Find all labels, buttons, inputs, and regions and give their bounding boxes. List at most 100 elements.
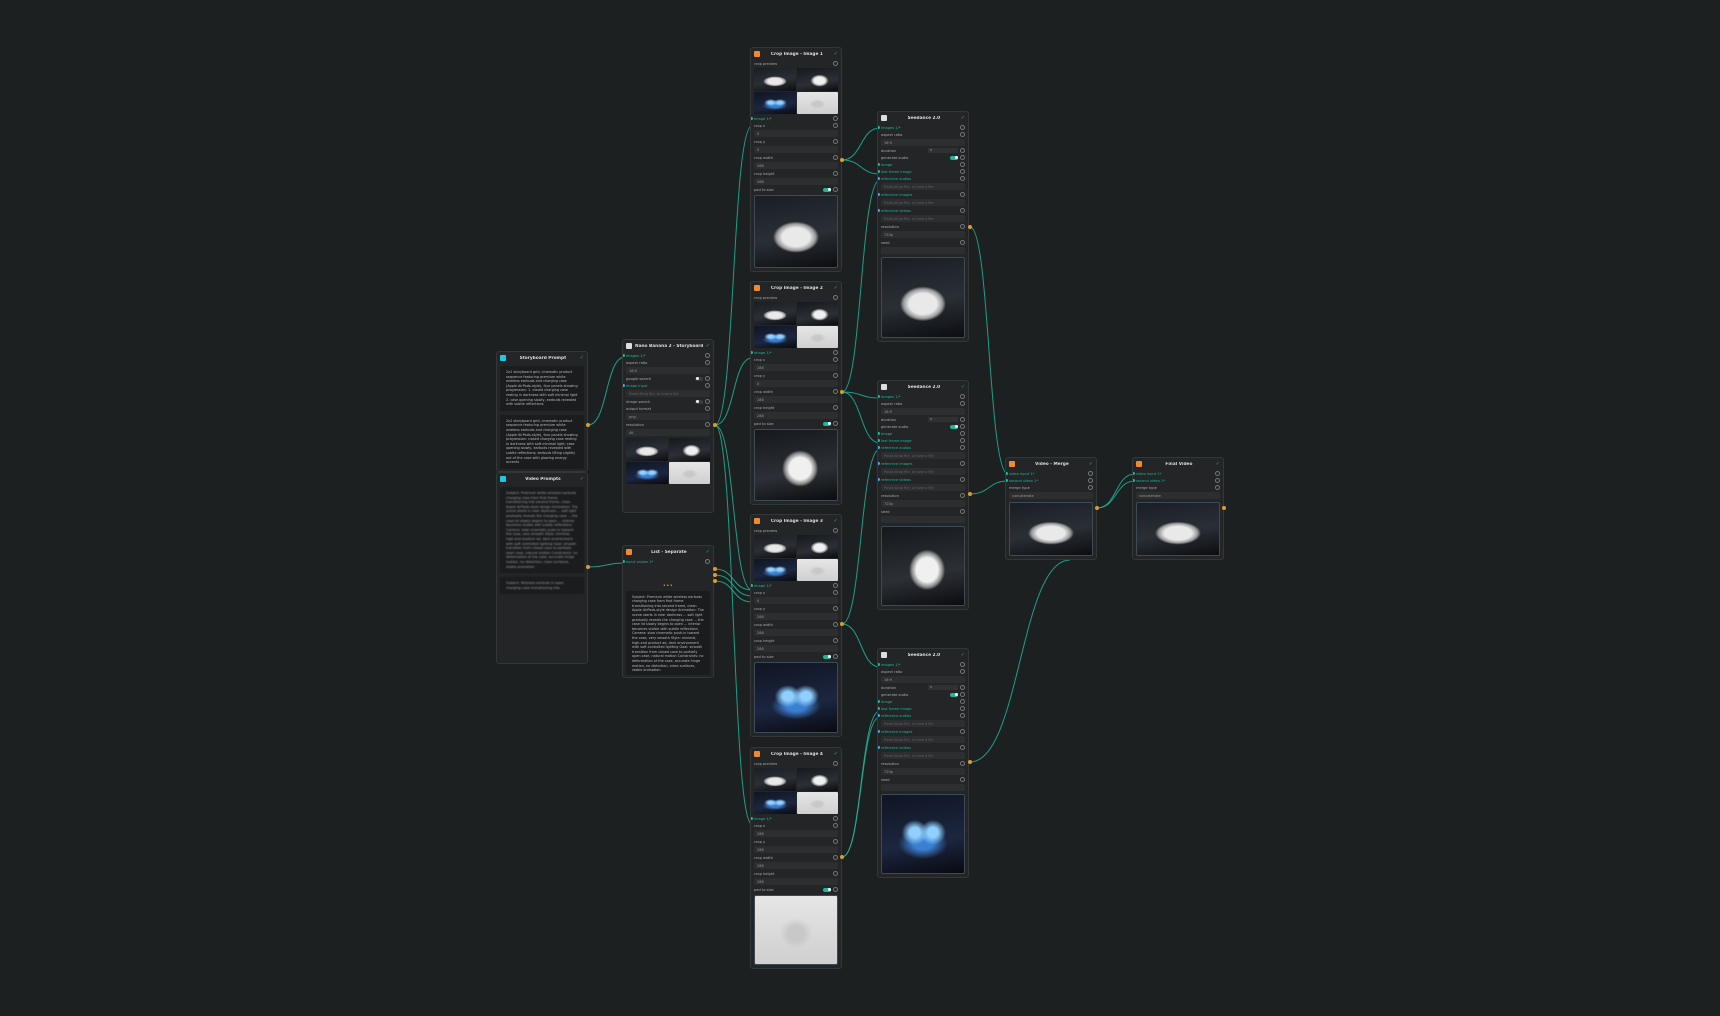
output-socket[interactable] [840,158,844,162]
settings-icon[interactable] [960,162,965,167]
value-field[interactable] [881,247,965,254]
value-field[interactable]: 720p [881,768,965,775]
value-field[interactable]: 720p [881,500,965,507]
settings-icon[interactable] [833,528,838,533]
input-socket[interactable] [878,163,880,166]
input-socket-row[interactable]: image [878,161,968,168]
input-socket-row[interactable]: second video 1* [1006,477,1096,484]
settings-icon[interactable] [833,373,838,378]
value-field[interactable]: concatenate [1009,492,1093,499]
node-list-separate[interactable]: List - Separate✓input values 1*•••Subjec… [622,545,714,678]
input-socket[interactable] [878,193,880,196]
input-socket[interactable] [1133,472,1135,475]
settings-icon[interactable] [705,422,710,427]
value-field[interactable]: Paste/Drop file, or load a file [881,468,965,475]
input-socket[interactable] [878,462,880,465]
input-socket[interactable] [1006,479,1008,482]
settings-icon[interactable] [833,816,838,821]
input-socket[interactable] [623,354,625,357]
value-field[interactable]: Paste/Drop file, or load a file [881,452,965,459]
settings-icon[interactable] [833,761,838,766]
output-socket[interactable] [840,390,844,394]
settings-icon[interactable] [833,350,838,355]
crop-y-field[interactable]: 288 [754,846,838,853]
value-field[interactable] [881,516,965,523]
input-socket[interactable] [1133,479,1135,482]
settings-icon[interactable] [833,61,838,66]
settings-icon[interactable] [1088,471,1093,476]
settings-icon[interactable] [960,745,965,750]
output-socket[interactable] [713,573,717,577]
settings-icon[interactable] [960,148,965,153]
value-field[interactable]: concatenate [1136,492,1220,499]
settings-icon[interactable] [1215,471,1220,476]
settings-icon[interactable] [833,638,838,643]
widget-row[interactable]: seed [878,776,968,783]
value-field[interactable]: 16:9 [881,139,965,146]
settings-icon[interactable] [705,360,710,365]
widget-row[interactable]: generate audio [878,154,968,161]
settings-icon[interactable] [960,777,965,782]
input-socket-row[interactable]: video input 1* [1133,470,1223,477]
widget-row[interactable]: google search [623,375,713,382]
crop-height-field[interactable]: 288 [754,412,838,419]
pager-dots[interactable]: ••• [662,582,674,589]
settings-icon[interactable] [960,125,965,130]
settings-icon[interactable] [833,839,838,844]
input-socket-row[interactable]: last frame image [878,705,968,712]
node-header[interactable]: Seedance 2.0✓ [878,381,968,393]
node-header[interactable]: Video Prompts✓ [497,473,587,485]
toggle-switch[interactable] [950,692,958,697]
toggle-switch[interactable] [823,187,831,192]
toggle-switch[interactable] [950,424,958,429]
node-header[interactable]: Crop Image - Image 1✓ [751,48,841,60]
node-video-merge[interactable]: Video - Merge✓video input 1*second video… [1005,457,1097,560]
input-socket-row[interactable]: reference audios [878,175,968,182]
toggle-switch[interactable] [823,421,831,426]
settings-icon[interactable] [960,240,965,245]
input-socket-row[interactable]: second video 1* [1133,477,1223,484]
value-field[interactable]: 4K [626,429,710,436]
value-field[interactable]: Paste/Drop file, or load a file [881,199,965,206]
output-preview[interactable] [881,794,965,874]
crop-y-field[interactable]: 288 [754,613,838,620]
settings-icon[interactable] [960,176,965,181]
settings-icon[interactable] [960,461,965,466]
input-socket-row[interactable]: reference audios [878,712,968,719]
output-preview[interactable] [881,257,965,338]
output-socket[interactable] [713,579,717,583]
input-socket[interactable] [751,351,753,354]
settings-icon[interactable] [833,295,838,300]
settings-icon[interactable] [960,761,965,766]
input-socket[interactable] [623,560,625,563]
settings-icon[interactable] [705,399,710,404]
crop-x-field[interactable]: 0 [754,130,838,137]
widget-row[interactable]: generate audio [878,423,968,430]
node-header[interactable]: Crop Image - Image 3✓ [751,515,841,527]
widget-row[interactable]: crop preview [751,294,841,301]
output-preview[interactable] [754,895,838,965]
settings-icon[interactable] [833,421,838,426]
widget-row[interactable]: aspect ratio [878,131,968,138]
widget-row[interactable]: resolution [878,760,968,767]
widget-row[interactable]: crop preview [751,527,841,534]
input-socket[interactable] [878,730,880,733]
settings-icon[interactable] [833,622,838,627]
duration-slider[interactable]: 5 [928,417,958,422]
output-socket[interactable] [713,567,717,571]
input-socket[interactable] [878,177,880,180]
settings-icon[interactable] [960,224,965,229]
crop-width-field[interactable]: 288 [754,862,838,869]
settings-icon[interactable] [833,654,838,659]
crop-height-field[interactable]: 288 [754,645,838,652]
widget-row[interactable]: resolution [878,223,968,230]
duration-slider[interactable]: 5 [928,148,958,153]
input-socket[interactable] [878,746,880,749]
settings-icon[interactable] [833,171,838,176]
output-preview[interactable] [881,526,965,606]
value-field[interactable]: 16:9 [881,408,965,415]
